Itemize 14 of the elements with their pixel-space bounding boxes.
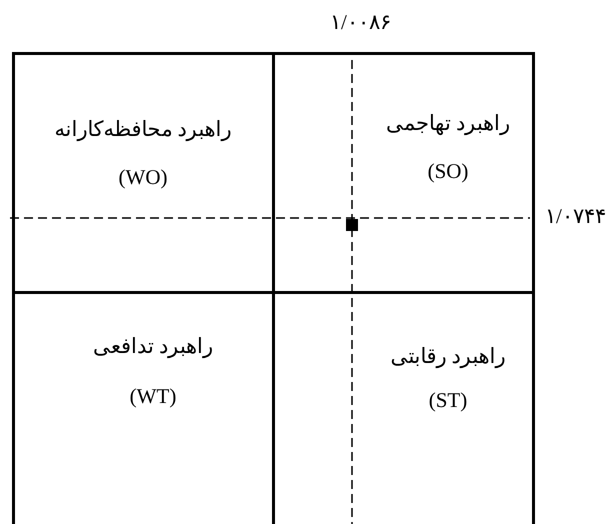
strategy-code: (WO) (118, 165, 168, 190)
strategy-title: راهبرد محافظه‌کارانه (54, 117, 232, 142)
quadrant-cell (12, 52, 275, 291)
strategy-code: (WT) (130, 384, 176, 410)
quadrant-cell (272, 52, 535, 291)
strategy-code: (SO) (428, 159, 468, 184)
strategy-code: (ST) (428, 388, 468, 414)
quadrant-cell (12, 291, 275, 524)
strategy-title: راهبرد تدافعی (92, 334, 214, 360)
strategy-title: راهبرد رقابتی (390, 344, 506, 370)
axis-value-label: ۱/۰۰۸۶ (330, 10, 391, 36)
strategy-title: راهبرد تهاجمی (386, 111, 510, 136)
axis-value-label: ۱/۰۷۴۴ (545, 204, 606, 230)
quadrant-cell (272, 291, 535, 524)
